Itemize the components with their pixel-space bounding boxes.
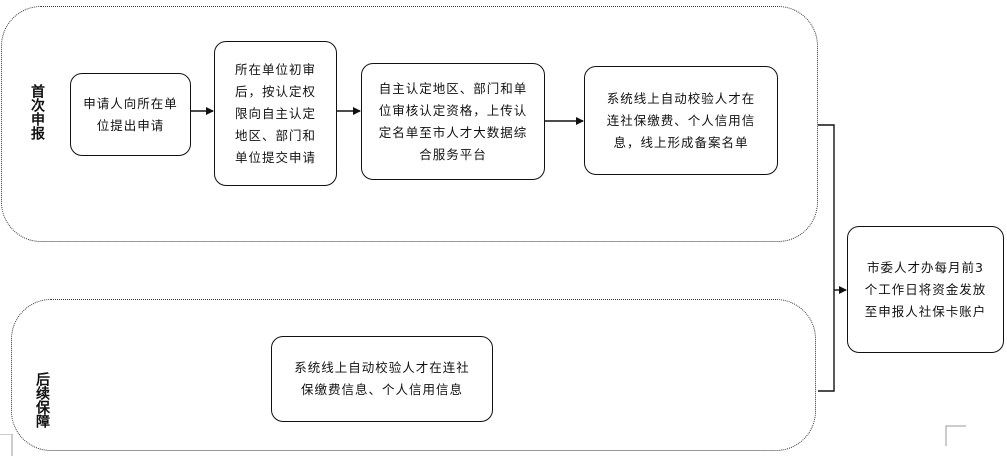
step-apply-text: 申请人向所在单位提出申请 bbox=[83, 95, 178, 133]
bracket-connector bbox=[818, 124, 835, 392]
page-corner-mark-left bbox=[0, 434, 13, 456]
page-corner-mark-right bbox=[945, 425, 966, 446]
step-payment-text: 市委人才办每月前3个工作日将资金发放至申报人社保卡账户 bbox=[864, 259, 987, 319]
follow-up-label: 后续保障 bbox=[34, 372, 50, 428]
first-application-label: 首次申报 bbox=[29, 84, 45, 140]
step-verify-first-text: 系统线上自动校验人才在连社保缴费、个人信用信息，线上形成备案名单 bbox=[606, 90, 756, 150]
step-verify-later-text: 系统线上自动校验人才在连社保缴费信息、个人信用信息 bbox=[294, 360, 470, 397]
step-apply-box: 申请人向所在单位提出申请 bbox=[70, 73, 191, 156]
follow-up-group bbox=[11, 299, 816, 451]
step-verify-later-box: 系统线上自动校验人才在连社保缴费信息、个人信用信息 bbox=[271, 336, 493, 422]
step-payment-box: 市委人才办每月前3个工作日将资金发放至申报人社保卡账户 bbox=[847, 226, 1004, 353]
step-unit-review-text: 所在单位初审后，按认定权限向自主认定地区、部门和单位提交申请 bbox=[234, 61, 316, 165]
step-certify-text: 自主认定地区、部门和单位审核认定资格，上传认定名单至市人才大数据综合服务平台 bbox=[378, 80, 528, 162]
step-verify-first-box: 系统线上自动校验人才在连社保缴费、个人信用信息，线上形成备案名单 bbox=[584, 66, 778, 175]
step-unit-review-box: 所在单位初审后，按认定权限向自主认定地区、部门和单位提交申请 bbox=[214, 41, 337, 186]
step-certify-box: 自主认定地区、部门和单位审核认定资格，上传认定名单至市人才大数据综合服务平台 bbox=[361, 63, 545, 180]
first-application-group bbox=[1, 6, 818, 242]
